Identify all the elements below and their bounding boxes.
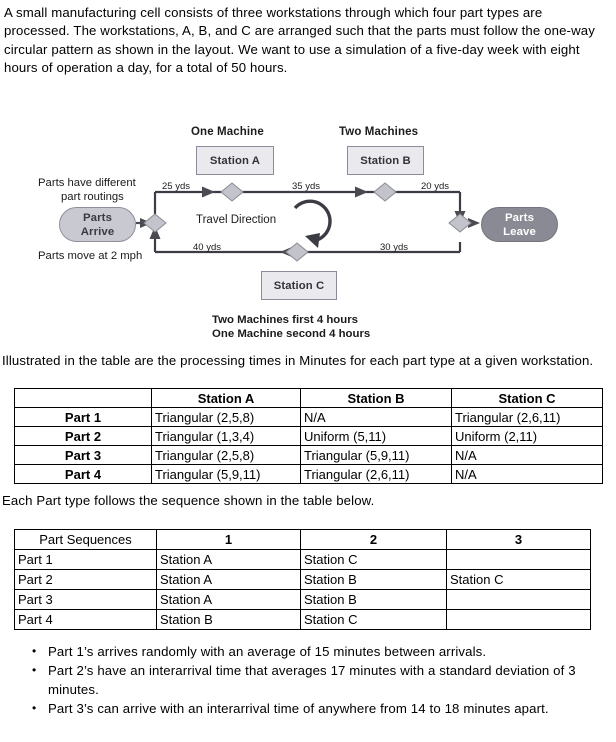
list-item: Part 3’s can arrive with an interarrival… bbox=[32, 699, 590, 718]
part-sequences-table: Part Sequences 1 2 3 Part 1 Station A St… bbox=[14, 529, 591, 630]
seq-header-0: Part Sequences bbox=[14, 529, 157, 550]
table-row: Part 3 Station A Station B bbox=[14, 589, 591, 610]
junction-diamonds bbox=[143, 182, 472, 262]
table-header-row: Station A Station B Station C bbox=[14, 388, 603, 408]
arrival-assumptions-list: Part 1’s arrives randomly with an averag… bbox=[30, 642, 590, 719]
distance-label-35: 35 yds bbox=[292, 181, 320, 192]
proc-r0-c0: Part 1 bbox=[14, 407, 152, 427]
parts-arrive-node: Parts Arrive bbox=[59, 207, 136, 242]
proc-header-3: Station C bbox=[451, 388, 603, 408]
seq-r3-c1: Station B bbox=[156, 609, 301, 630]
proc-header-1: Station A bbox=[151, 388, 301, 408]
seq-r2-c0: Part 3 bbox=[14, 589, 157, 610]
seq-r0-c0: Part 1 bbox=[14, 549, 157, 570]
seq-r1-c1: Station A bbox=[156, 569, 301, 590]
diamond-station-a bbox=[220, 182, 244, 202]
diamond-exit bbox=[448, 213, 472, 233]
table-row: Part 1 Triangular (2,5,8) N/A Triangular… bbox=[14, 407, 603, 427]
intro-paragraph: A small manufacturing cell consists of t… bbox=[4, 5, 595, 75]
circular-direction-arrow bbox=[293, 199, 332, 243]
parts-leave-node: Parts Leave bbox=[481, 207, 558, 242]
proc-header-2: Station B bbox=[300, 388, 452, 408]
station-c-note-line-1: Two Machines first 4 hours bbox=[212, 314, 358, 326]
processing-times-text: Illustrated in the table are the process… bbox=[2, 353, 594, 368]
distance-label-40: 40 yds bbox=[193, 242, 221, 253]
station-c-note-line-2: One Machine second 4 hours bbox=[212, 328, 371, 340]
proc-r0-c2: N/A bbox=[300, 407, 452, 427]
distance-label-20: 20 yds bbox=[421, 181, 449, 192]
table-row: Part 3 Triangular (2,5,8) Triangular (5,… bbox=[14, 445, 603, 465]
proc-r2-c3: N/A bbox=[451, 445, 603, 465]
list-item: Part 2’s have an interarrival time that … bbox=[32, 661, 590, 699]
distance-label-30: 30 yds bbox=[380, 242, 408, 253]
proc-r3-c2: Triangular (2,6,11) bbox=[300, 464, 452, 484]
one-machine-label: One Machine bbox=[191, 126, 264, 138]
seq-r0-c1: Station A bbox=[156, 549, 301, 570]
station-b-box: Station B bbox=[347, 146, 424, 175]
routing-note-line-2: part routings bbox=[61, 191, 124, 203]
diamond-station-b bbox=[373, 182, 397, 202]
proc-r3-c1: Triangular (5,9,11) bbox=[151, 464, 301, 484]
proc-r1-c3: Uniform (2,11) bbox=[451, 426, 603, 446]
seq-r3-c0: Part 4 bbox=[14, 609, 157, 630]
circular-arrowhead bbox=[305, 233, 320, 248]
proc-r2-c0: Part 3 bbox=[14, 445, 152, 465]
seq-r3-c2: Station C bbox=[300, 609, 447, 630]
seq-header-1: 1 bbox=[156, 529, 301, 550]
parts-leave-line-2: Leave bbox=[503, 225, 536, 238]
diamond-entry bbox=[143, 213, 167, 233]
proc-r3-c3: N/A bbox=[451, 464, 603, 484]
seq-r2-c2: Station B bbox=[300, 589, 447, 610]
proc-header-0 bbox=[14, 388, 152, 408]
list-item: Part 1’s arrives randomly with an averag… bbox=[32, 642, 590, 661]
proc-r0-c1: Triangular (2,5,8) bbox=[151, 407, 301, 427]
table-header-row: Part Sequences 1 2 3 bbox=[14, 529, 591, 550]
arrowhead-to-station-b bbox=[355, 186, 368, 198]
seq-r1-c3: Station C bbox=[446, 569, 591, 590]
proc-r3-c0: Part 4 bbox=[14, 464, 152, 484]
distance-label-25: 25 yds bbox=[162, 181, 190, 192]
two-machines-label: Two Machines bbox=[339, 126, 419, 138]
station-a-box: Station A bbox=[196, 146, 274, 175]
proc-r1-c2: Uniform (5,11) bbox=[300, 426, 452, 446]
table-row: Part 4 Station B Station C bbox=[14, 609, 591, 630]
seq-r2-c3 bbox=[446, 589, 591, 610]
seq-r1-c2: Station B bbox=[300, 569, 447, 590]
proc-r0-c3: Triangular (2,6,11) bbox=[451, 407, 603, 427]
proc-r2-c2: Triangular (5,9,11) bbox=[300, 445, 452, 465]
seq-header-2: 2 bbox=[300, 529, 447, 550]
diagram-svg bbox=[136, 182, 480, 262]
table-row: Part 2 Station A Station B Station C bbox=[14, 569, 591, 590]
seq-r0-c3 bbox=[446, 549, 591, 570]
proc-r2-c1: Triangular (2,5,8) bbox=[151, 445, 301, 465]
proc-r1-c0: Part 2 bbox=[14, 426, 152, 446]
seq-header-3: 3 bbox=[446, 529, 591, 550]
speed-note: Parts move at 2 mph bbox=[38, 250, 143, 262]
seq-r0-c2: Station C bbox=[300, 549, 447, 570]
table-row: Part 1 Station A Station C bbox=[14, 549, 591, 570]
seq-r1-c0: Part 2 bbox=[14, 569, 157, 590]
seq-r2-c1: Station A bbox=[156, 589, 301, 610]
table-row: Part 4 Triangular (5,9,11) Triangular (2… bbox=[14, 464, 603, 484]
station-c-box: Station C bbox=[261, 271, 337, 300]
proc-r1-c1: Triangular (1,3,4) bbox=[151, 426, 301, 446]
parts-leave-line-1: Parts bbox=[504, 211, 535, 224]
sequence-text: Each Part type follows the sequence show… bbox=[2, 493, 375, 508]
parts-arrive-line-1: Parts bbox=[82, 211, 113, 224]
layout-diagram: Station A Station B Station C Parts Arri… bbox=[0, 108, 616, 348]
diamond-station-c bbox=[285, 242, 309, 262]
routing-note-line-1: Parts have different bbox=[38, 177, 136, 189]
parts-arrive-line-2: Arrive bbox=[80, 225, 115, 238]
table-row: Part 2 Triangular (1,3,4) Uniform (5,11)… bbox=[14, 426, 603, 446]
processing-times-table: Station A Station B Station C Part 1 Tri… bbox=[14, 388, 603, 484]
travel-direction-label: Travel Direction bbox=[196, 214, 277, 226]
seq-r3-c3 bbox=[446, 609, 591, 630]
arrowhead-to-station-a bbox=[202, 186, 215, 198]
